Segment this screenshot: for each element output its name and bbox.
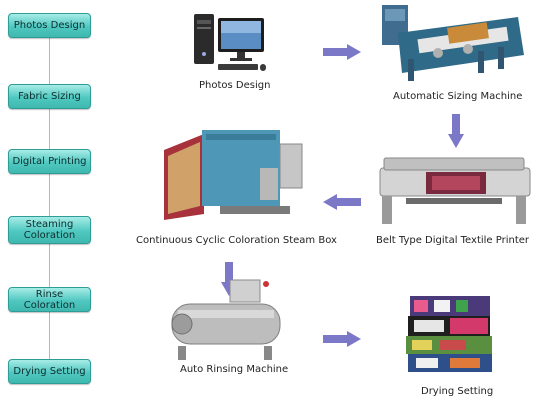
caption-photos-design: Photos Design — [199, 80, 271, 91]
caption-textile-printer: Belt Type Digital Textile Printer — [376, 235, 530, 246]
textile-printer-icon — [379, 157, 531, 224]
caption-steam-box: Continuous Cyclic Coloration Steam Box — [136, 235, 337, 246]
arrow-right-icon — [323, 331, 361, 347]
computer-icon — [194, 14, 266, 71]
process-connector-line — [49, 38, 50, 368]
arrow-down-icon — [448, 114, 464, 148]
step-digital-printing[interactable]: Digital Printing — [8, 149, 91, 174]
step-photos-design[interactable]: Photos Design — [8, 13, 91, 38]
step-drying-setting[interactable]: Drying Setting — [8, 359, 91, 384]
caption-rinsing-machine: Auto Rinsing Machine — [180, 364, 289, 375]
caption-drying-setting: Drying Setting — [421, 386, 494, 397]
arrow-left-icon — [323, 194, 361, 210]
step-rinse-coloration[interactable]: Rinse Coloration — [8, 287, 91, 312]
arrow-right-icon — [323, 44, 361, 60]
caption-sizing-machine: Automatic Sizing Machine — [393, 91, 523, 102]
step-fabric-sizing[interactable]: Fabric Sizing — [8, 84, 91, 109]
fabric-samples-icon — [406, 296, 492, 372]
steam-box-icon — [164, 130, 303, 220]
step-steaming-coloration[interactable]: Steaming Coloration — [8, 216, 91, 244]
sizing-machine-icon — [382, 5, 524, 81]
rinsing-machine-icon — [171, 279, 281, 360]
